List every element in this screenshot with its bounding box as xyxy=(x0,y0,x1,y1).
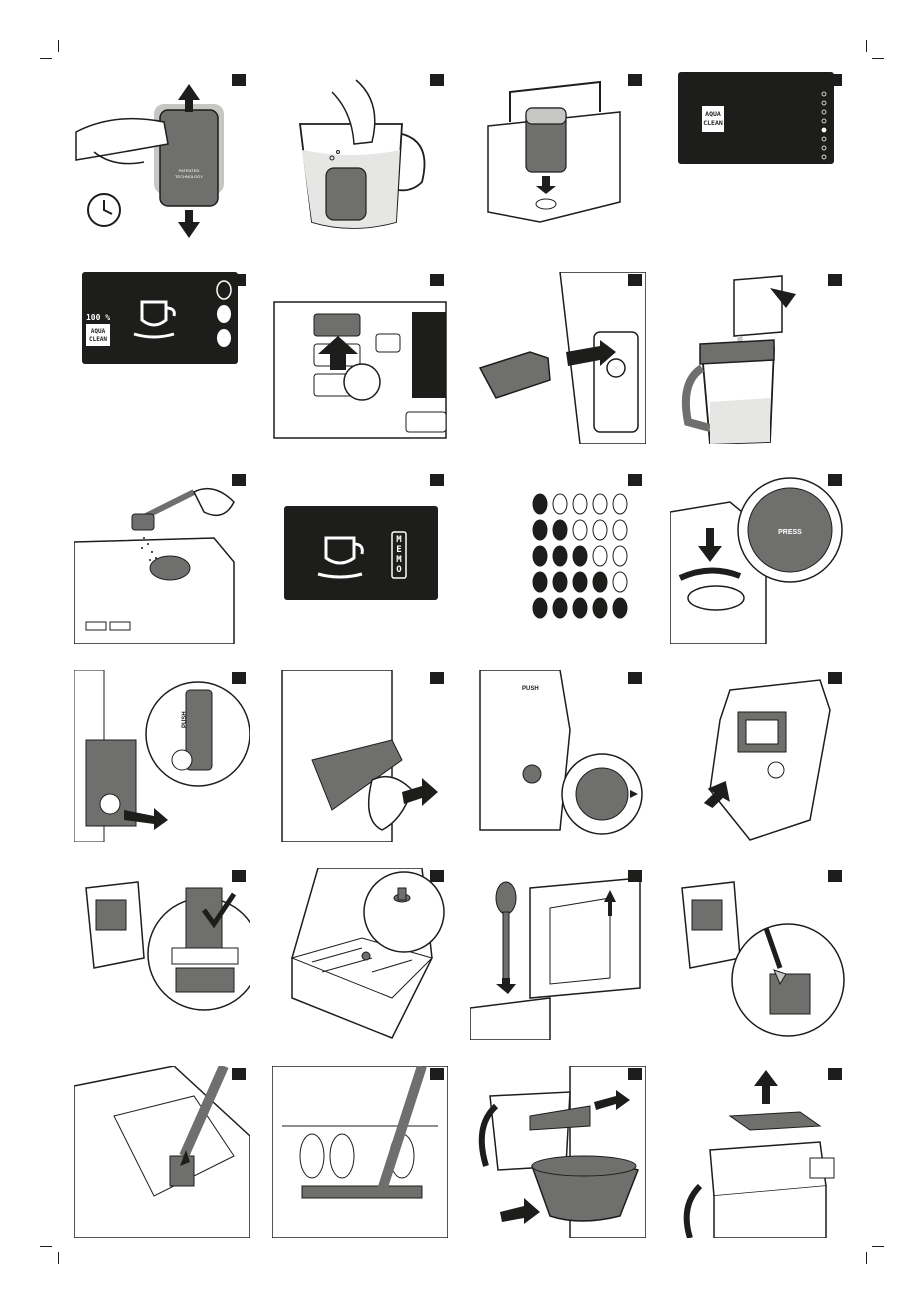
crop-mark-tr-v xyxy=(866,40,867,52)
aqua-label-5: AQUA xyxy=(91,328,106,335)
lid-illustration xyxy=(683,1070,835,1238)
crop-mark-tl-h xyxy=(40,58,52,59)
grease-rails-illustration xyxy=(272,1066,448,1238)
step-number-1 xyxy=(232,74,246,86)
step-number-4 xyxy=(828,74,842,86)
step-22-grease-rails xyxy=(272,1066,448,1238)
step-number-22 xyxy=(430,1068,444,1080)
brew-unit-side-illustration: PUSH xyxy=(479,670,643,835)
coffee-display: 100 % AQUA CLEAN xyxy=(82,272,238,364)
brew-group-door-illustration: PUSH xyxy=(74,670,250,842)
push-label-15: PUSH xyxy=(522,686,539,692)
drip-tray-illustration xyxy=(281,670,438,842)
grinder-illustration: PRESS xyxy=(670,477,843,644)
step-19-spoon-cleaning xyxy=(470,868,646,1040)
water-tank-illustration xyxy=(487,80,621,223)
step-number-7 xyxy=(628,274,642,286)
step-6-control-panel xyxy=(272,272,448,444)
step-17-brew-unit-check xyxy=(74,868,250,1040)
step-number-23 xyxy=(628,1068,642,1080)
memo-display: M E M O xyxy=(284,506,438,600)
memo-letter-e: E xyxy=(396,545,401,555)
step-number-2 xyxy=(430,74,444,86)
step-11-strength-beans xyxy=(470,472,646,644)
filter-label-1: PATENTED xyxy=(179,168,200,173)
crop-mark-br-v xyxy=(866,1252,867,1264)
step-number-24 xyxy=(828,1068,842,1080)
control-panel-illustration xyxy=(273,301,447,439)
crop-mark-br-h xyxy=(872,1246,884,1247)
step-23-bowl xyxy=(470,1066,646,1238)
aqua-label: AQUA xyxy=(705,110,721,118)
aqua-clean-display: AQUA CLEAN xyxy=(678,72,834,164)
clean-label-5: CLEAN xyxy=(89,336,107,343)
step-number-10 xyxy=(430,474,444,486)
step-number-11 xyxy=(628,474,642,486)
step-3-insert-filter xyxy=(470,72,646,244)
step-number-13 xyxy=(232,672,246,684)
step-number-5 xyxy=(232,274,246,286)
crop-mark-bl-v xyxy=(58,1252,59,1264)
push-label: PUSH xyxy=(182,711,188,728)
memo-letter-m: M xyxy=(396,535,402,545)
crop-mark-bl-h xyxy=(40,1246,52,1247)
brew-unit-illustration xyxy=(703,679,831,841)
step-16-brew-unit xyxy=(670,670,846,842)
step-20-lubricate xyxy=(670,868,846,1040)
step-13-push-release: PUSH xyxy=(74,670,250,842)
step-number-3 xyxy=(628,74,642,86)
step-number-18 xyxy=(430,870,444,882)
step-number-8 xyxy=(828,274,842,286)
milk-jug-illustration xyxy=(681,275,796,444)
lubricate-illustration xyxy=(681,881,845,1037)
step-15-brew-unit-button: PUSH xyxy=(470,670,646,842)
crop-mark-tr-h xyxy=(872,58,884,59)
bean-strength-grid xyxy=(532,493,628,619)
step-number-19 xyxy=(628,870,642,882)
step-number-9 xyxy=(232,474,246,486)
clean-label: CLEAN xyxy=(703,119,723,127)
step-1-filter-soak: PATENTED TECHNOLOGY xyxy=(74,72,250,244)
memo-letter-m2: M xyxy=(396,555,402,565)
jug-illustration xyxy=(298,79,426,229)
step-number-6 xyxy=(430,274,444,286)
illustration-grid: PATENTED TECHNOLOGY xyxy=(74,72,846,1240)
step-number-17 xyxy=(232,870,246,882)
step-24-lift-lid xyxy=(670,1066,846,1238)
step-number-20 xyxy=(828,870,842,882)
step-number-12 xyxy=(828,474,842,486)
step-7-connector xyxy=(470,272,646,444)
step-number-14 xyxy=(430,672,444,684)
step-number-21 xyxy=(232,1068,246,1080)
step-10-memo-screen: M E M O xyxy=(272,472,448,644)
step-18-machine-top xyxy=(272,868,448,1040)
step-21-grease-inner xyxy=(74,1066,250,1238)
step-2-jug xyxy=(272,72,448,244)
step-8-milk-jug xyxy=(670,272,846,444)
filter-label-2: TECHNOLOGY xyxy=(175,174,203,179)
step-number-16 xyxy=(828,672,842,684)
step-12-grinder-knob: PRESS xyxy=(670,472,846,644)
press-label: PRESS xyxy=(778,529,802,536)
step-4-aqua-clean-screen: AQUA CLEAN xyxy=(670,72,846,244)
filter-hand-illustration: PATENTED TECHNOLOGY xyxy=(75,84,224,238)
crop-mark-tl-v xyxy=(58,40,59,52)
connector-illustration xyxy=(478,272,646,444)
step-number-15 xyxy=(628,672,642,684)
spoon-illustration xyxy=(470,877,641,1040)
memo-letter-o: O xyxy=(396,565,402,575)
brew-unit-check-illustration xyxy=(85,881,250,1011)
grease-inner-illustration xyxy=(74,1066,250,1238)
scoop-illustration xyxy=(74,487,235,644)
step-9-ground-coffee xyxy=(74,472,250,644)
percent-label: 100 % xyxy=(86,313,110,322)
step-14-pull-tray xyxy=(272,670,448,842)
bowl-illustration xyxy=(478,1066,646,1238)
step-5-coffee-screen: 100 % AQUA CLEAN xyxy=(74,272,250,444)
machine-tray-illustration xyxy=(290,868,445,1039)
